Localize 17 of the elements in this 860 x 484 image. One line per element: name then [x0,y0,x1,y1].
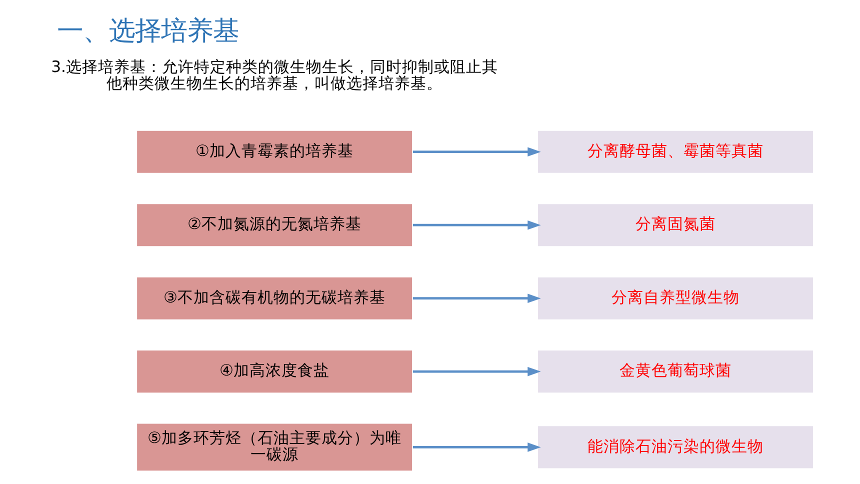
node-box: ④加高浓度食盐 [136,348,414,394]
label: 3.选择培养基：允许特定种类的微生物生长，同时抑制或阻止其他种类微生物生长的培养基，叫做选择培养基。 [51,57,498,92]
arrow [412,293,541,302]
arrow [412,442,541,452]
node-box: 分离自养型微生物 [536,276,814,320]
node-box: 能消除石油污染的微生物 [536,424,814,469]
arrow [412,366,541,376]
arrow [412,220,541,230]
node-box: 金黄色葡萄球菌 [536,348,814,394]
node-box: 分离酵母菌、霉菌等真菌 [536,129,814,174]
node-box: ②不加氮源的无氮培养基 [136,202,414,247]
diagram-title: 一、选择培养基 [56,15,239,46]
node-box: ⑤加多环芳烃（石油主要成分）为唯一碳源 [136,422,414,472]
node-box: ①加入青霉素的培养基 [136,129,414,174]
node-box: ③不加含碳有机物的无碳培养基 [136,276,414,320]
arrow [412,146,541,156]
node-box: 分离固氮菌 [536,202,814,247]
